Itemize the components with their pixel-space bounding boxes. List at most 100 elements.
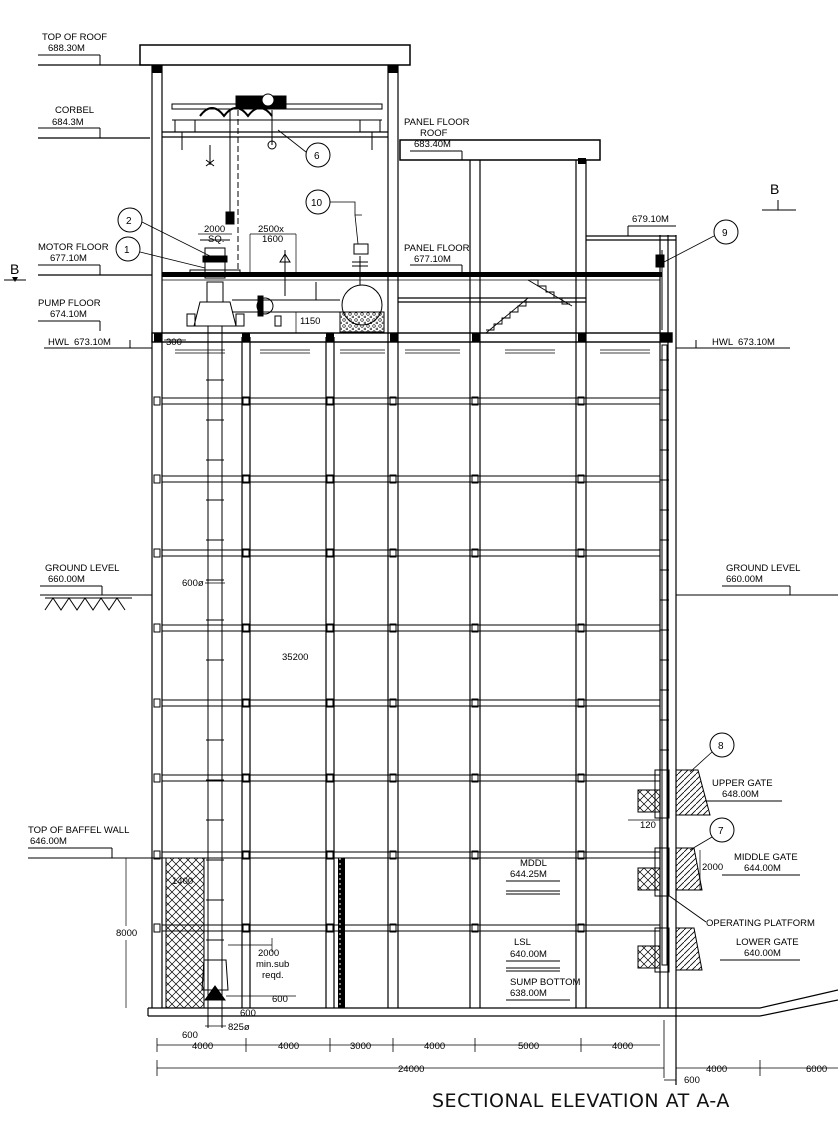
- svg-text:4000: 4000: [278, 1041, 299, 1052]
- svg-text:120: 120: [640, 820, 656, 831]
- svg-text:4000: 4000: [192, 1041, 213, 1052]
- callout-6: 6: [277, 129, 331, 168]
- svg-text:6000: 6000: [806, 1064, 827, 1075]
- staircase: [485, 279, 573, 334]
- svg-text:B: B: [10, 261, 19, 277]
- dim-1400: 1400: [172, 876, 193, 887]
- svg-text:660.00M: 660.00M: [48, 574, 85, 585]
- svg-text:2500x: 2500x: [258, 224, 284, 235]
- dim-pipe: 600ø: [182, 578, 225, 589]
- svg-text:CORBEL: CORBEL: [55, 105, 94, 116]
- svg-text:LOWER GATE: LOWER GATE: [736, 937, 799, 948]
- callout-9: 9: [663, 219, 739, 263]
- callout-8: 8: [689, 732, 735, 773]
- section-mark-right: B: [762, 181, 796, 211]
- base-slab: [147, 989, 838, 1017]
- svg-text:684.3M: 684.3M: [52, 117, 84, 128]
- level-panel-floor: PANEL FLOOR 677.10M: [404, 243, 470, 274]
- dim-600-b: 600: [240, 1008, 256, 1019]
- svg-text:1400: 1400: [172, 876, 193, 887]
- callout-2: 2: [117, 207, 211, 257]
- svg-text:300: 300: [166, 337, 182, 348]
- main-roof: [139, 44, 411, 73]
- dim-600-a: 600: [226, 994, 296, 1005]
- svg-text:UPPER GATE: UPPER GATE: [712, 778, 773, 789]
- svg-text:1600: 1600: [262, 234, 283, 245]
- svg-text:600: 600: [272, 994, 288, 1005]
- svg-text:1: 1: [124, 245, 130, 256]
- callout-1: 1: [115, 236, 206, 269]
- dim-600-c: 600: [182, 1030, 198, 1041]
- level-ground-right: GROUND LEVEL 660.00M: [722, 563, 800, 595]
- svg-text:673.10M: 673.10M: [74, 337, 111, 348]
- level-upper-gate: UPPER GATE 648.00M: [705, 778, 782, 802]
- svg-text:600: 600: [240, 1008, 256, 1019]
- svg-text:24000: 24000: [398, 1064, 424, 1075]
- column-pipe: [201, 326, 229, 1028]
- dim-bay-labels: 4000 4000 3000 4000 5000 4000 24000 600 …: [192, 1041, 827, 1086]
- svg-text:2: 2: [126, 216, 132, 227]
- svg-text:3000: 3000: [350, 1041, 371, 1052]
- svg-text:B: B: [770, 181, 779, 197]
- svg-text:4000: 4000: [424, 1041, 445, 1052]
- svg-text:600: 600: [684, 1075, 700, 1086]
- svg-text:PANEL FLOOR: PANEL FLOOR: [404, 243, 470, 254]
- dim-opening: 2500x 1600: [249, 224, 297, 272]
- svg-text:646.00M: 646.00M: [30, 836, 67, 847]
- svg-text:4000: 4000: [612, 1041, 633, 1052]
- level-lower-gate: LOWER GATE 640.00M: [720, 937, 800, 961]
- svg-text:644.25M: 644.25M: [510, 869, 547, 880]
- svg-text:MIDDLE GATE: MIDDLE GATE: [734, 852, 798, 863]
- svg-text:2000: 2000: [204, 224, 225, 235]
- svg-text:2000: 2000: [702, 862, 723, 873]
- level-stair-top: 679.10M: [627, 214, 676, 236]
- svg-text:9: 9: [722, 228, 728, 239]
- level-middle-gate: MIDDLE GATE 644.00M: [722, 852, 800, 876]
- svg-text:677.10M: 677.10M: [414, 254, 451, 265]
- dim-submergence: 2000 min.sub reqd.: [228, 938, 289, 981]
- surge-vessel: [339, 243, 385, 333]
- level-ground-left: GROUND LEVEL 660.00M: [40, 563, 119, 595]
- level-pump-floor: PUMP FLOOR 674.10M: [38, 298, 101, 331]
- svg-text:OPERATING PLATFORM: OPERATING PLATFORM: [706, 918, 815, 929]
- access-ladder: [655, 250, 669, 966]
- svg-text:660.00M: 660.00M: [726, 574, 763, 585]
- level-sump-bottom: SUMP BOTTOM 638.00M: [506, 977, 580, 1001]
- svg-text:644.00M: 644.00M: [744, 863, 781, 874]
- level-mddl: MDDL 644.25M: [506, 858, 560, 895]
- section-mark-left: B: [4, 261, 26, 282]
- svg-text:640.00M: 640.00M: [510, 949, 547, 960]
- baffle-wall: [165, 857, 345, 1009]
- svg-text:688.30M: 688.30M: [48, 43, 85, 54]
- dim-chain-bays: [156, 1020, 838, 1081]
- pump-motor: [186, 239, 245, 327]
- eot-crane: [171, 93, 383, 272]
- svg-text:GROUND LEVEL: GROUND LEVEL: [45, 563, 119, 574]
- dim-motor-size: 2000 SQ.: [198, 224, 232, 245]
- ground-left: [40, 594, 152, 611]
- pump-floor-slab: [151, 332, 673, 343]
- svg-text:673.10M: 673.10M: [738, 337, 775, 348]
- svg-text:min.sub: min.sub: [256, 959, 289, 970]
- dim-825: 825ø: [205, 1022, 250, 1033]
- water-level-marks: [175, 349, 650, 354]
- operating-platform-label: OPERATING PLATFORM: [667, 894, 815, 929]
- drawing-caption: SECTIONAL ELEVATION AT A-A: [432, 1090, 730, 1112]
- dim-300: 300: [164, 337, 186, 348]
- svg-text:825ø: 825ø: [228, 1022, 250, 1033]
- svg-text:35200: 35200: [282, 652, 308, 663]
- level-baffle-wall: TOP OF BAFFEL WALL 646.00M: [28, 825, 166, 859]
- svg-text:640.00M: 640.00M: [744, 948, 781, 959]
- svg-text:648.00M: 648.00M: [722, 789, 759, 800]
- svg-text:8: 8: [718, 741, 724, 752]
- svg-text:679.10M: 679.10M: [632, 214, 669, 225]
- svg-text:MOTOR FLOOR: MOTOR FLOOR: [38, 242, 109, 253]
- svg-text:1150: 1150: [300, 316, 320, 327]
- svg-text:SQ.: SQ.: [208, 234, 224, 245]
- svg-text:ROOF: ROOF: [420, 128, 448, 139]
- level-motor-floor: MOTOR FLOOR 677.10M: [38, 242, 152, 276]
- panel-roof: [399, 139, 601, 164]
- dim-1150: 1150: [295, 312, 320, 333]
- svg-text:HWL: HWL: [712, 337, 733, 348]
